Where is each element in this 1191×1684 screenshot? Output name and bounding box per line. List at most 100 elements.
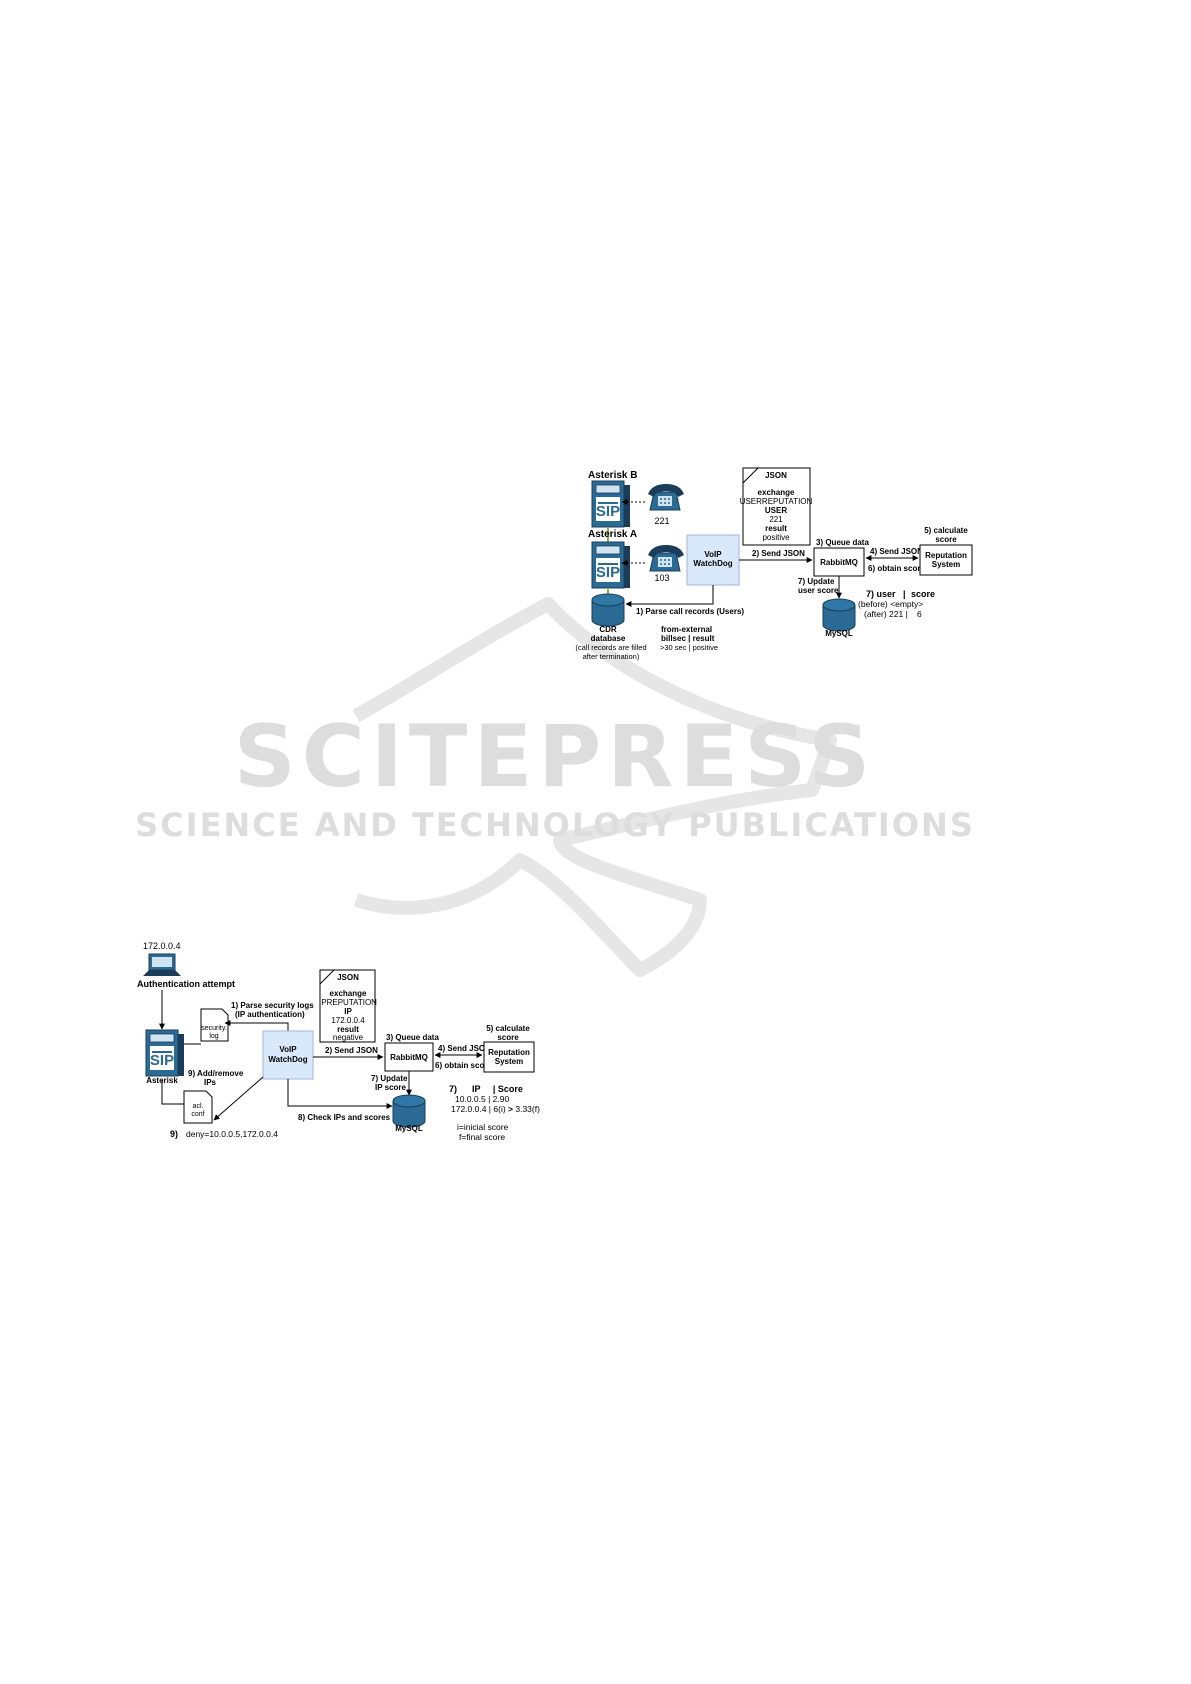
json-2-exchange-value: IPREPUTATION: [319, 998, 377, 1007]
watermark-swoosh: [352, 597, 837, 977]
diagram-user-reputation: Asterisk B Asterisk A 221 103 CDR databa…: [575, 467, 973, 661]
asterisk-a-label: Asterisk A: [588, 529, 637, 540]
from-external: from-external: [661, 625, 712, 634]
cdr-database-icon: [591, 593, 625, 627]
rabbitmq-box-2: [384, 1042, 434, 1072]
phone-103-icon: [647, 544, 685, 572]
cdr-note-2: after termination): [583, 652, 640, 661]
score-table-before: (before) <empty>: [858, 599, 923, 609]
diagram-ip-reputation: 172.0.0.4 Authentication attempt Asteris…: [137, 941, 540, 1142]
calc-score-1: 5) calculate: [924, 526, 968, 535]
score-table-header-right: score: [911, 589, 935, 599]
ip-table-row2-a: 172.0.0.4 | 6(i): [451, 1104, 508, 1114]
send-json-2-4-label: 4) Send JSON: [438, 1044, 491, 1053]
json-2-exchange: exchange: [330, 989, 367, 998]
cdr-label-2: database: [591, 634, 626, 643]
json-title: JSON: [765, 471, 787, 480]
update-ip-2: IP score: [375, 1083, 407, 1092]
watermark-line2: SCIENCE AND TECHNOLOGY PUBLICATIONS: [135, 806, 975, 844]
update-ip-1: 7) Update: [371, 1074, 408, 1083]
phone-221-icon: [647, 483, 685, 511]
watchdog-box-2: [262, 1030, 314, 1080]
calc-score-2-1: 5) calculate: [486, 1024, 530, 1033]
json-exchange: exchange: [758, 488, 795, 497]
acl-conf-doc: [183, 1090, 213, 1124]
parse-logs-arrow: [224, 1020, 289, 1031]
asterisk-acl-link: [161, 1080, 184, 1105]
json-2-title: JSON: [337, 973, 359, 982]
queue-data-label: 3) Queue data: [816, 538, 869, 547]
ip-table-row2: 172.0.0.4 | 6(i) > 3.33(f): [451, 1104, 540, 1114]
watchdog-box: [686, 534, 740, 586]
phone-221-label: 221: [654, 516, 669, 526]
score-table-after-right: 6: [917, 609, 922, 619]
watchdog-label-2: WatchDog: [693, 559, 732, 568]
ip-table-row2-b: >: [508, 1104, 513, 1114]
deny-label: 9): [170, 1129, 178, 1139]
send-json-2-label: 2) Send JSON: [325, 1046, 378, 1055]
ip-top-label: 172.0.0.4: [143, 941, 181, 951]
obtain-score-2-label: 6) obtain score: [435, 1061, 492, 1070]
watchdog-label-1: VoIP: [704, 550, 722, 559]
json-2-key-value: 172.0.0.4: [331, 1016, 365, 1025]
legend-final: f=final score: [459, 1132, 505, 1142]
update-label-2: user score: [798, 586, 839, 595]
json-exchange-value: USERREPUTATION: [740, 497, 813, 506]
send-json-label: 2) Send JSON: [752, 549, 805, 558]
score-table-after-left: (after) 221 |: [864, 609, 908, 619]
rabbitmq-box: [813, 547, 865, 577]
update-label-1: 7) Update: [798, 577, 835, 586]
cdr-label-1: CDR: [599, 625, 617, 634]
queue-data-2-label: 3) Queue data: [386, 1033, 439, 1042]
rabbitmq-label: RabbitMQ: [820, 558, 858, 567]
json-2-key: IP: [344, 1007, 352, 1016]
json-doc: [742, 467, 811, 546]
rabbitmq-2-label: RabbitMQ: [390, 1053, 428, 1062]
json-result-value: positive: [762, 533, 790, 542]
mysql-icon-1: [822, 598, 856, 632]
billsec-result: billsec | result: [661, 634, 715, 643]
reputation-label-1: Reputation: [925, 551, 967, 560]
score-table-header-left: 7) user: [866, 589, 896, 599]
score-table-header-sep: |: [903, 589, 906, 599]
parse-logs-2: (IP authentication): [235, 1010, 305, 1019]
asterisk-b-server-icon: [591, 480, 631, 528]
json-key: USER: [765, 506, 787, 515]
phone-103-label: 103: [654, 573, 669, 583]
billsec-value: >30 sec | positive: [660, 643, 718, 652]
ip-table-row2-c: 3.33(f): [513, 1104, 540, 1114]
acl-conf-2: conf: [191, 1111, 204, 1118]
parse-label: 1) Parse call records (Users): [636, 607, 744, 616]
reputation-2-label-1: Reputation: [488, 1048, 530, 1057]
asterisk-b-label: Asterisk B: [588, 470, 637, 481]
security-log-1: security.: [201, 1025, 227, 1032]
ip-table-header: 7) IP | Score: [449, 1084, 523, 1094]
deny-value: deny=10.0.0.5,172.0.0.4: [186, 1129, 278, 1139]
acl-conf-1: acl.: [193, 1103, 204, 1110]
add-remove-arrow: [213, 1076, 264, 1121]
watermark: SCITEPRESS SCIENCE AND TECHNOLOGY PUBLIC…: [135, 597, 975, 977]
mysql-label-2: MySQL: [395, 1124, 423, 1133]
watchdog-2-label-2: WatchDog: [268, 1055, 307, 1064]
asterisk-server-icon: [145, 1029, 185, 1077]
obtain-score-label: 6) obtain score: [868, 564, 925, 573]
json-result: result: [765, 524, 787, 533]
calc-score-2-2: score: [497, 1033, 519, 1042]
auth-attempt-label: Authentication attempt: [137, 979, 235, 989]
watermark-line1: SCITEPRESS: [234, 707, 876, 807]
json-doc-2: [319, 969, 376, 1043]
ip-table-row1: 10.0.0.5 | 2.90: [455, 1094, 509, 1104]
json-2-result: result: [337, 1025, 359, 1034]
security-log-2: log: [209, 1033, 218, 1040]
json-2-result-value: negative: [333, 1033, 364, 1042]
reputation-box: [919, 544, 973, 576]
json-key-value: 221: [769, 515, 783, 524]
reputation-2-label-2: System: [495, 1057, 523, 1066]
cdr-note-1: (call records are filled: [575, 643, 646, 652]
add-remove-2: IPs: [204, 1078, 217, 1087]
check-ips-arrow: [287, 1079, 393, 1109]
mysql-label-1: MySQL: [825, 629, 853, 638]
legend-initial: i=inicial score: [457, 1122, 509, 1132]
asterisk-a-server-icon: [591, 541, 631, 589]
